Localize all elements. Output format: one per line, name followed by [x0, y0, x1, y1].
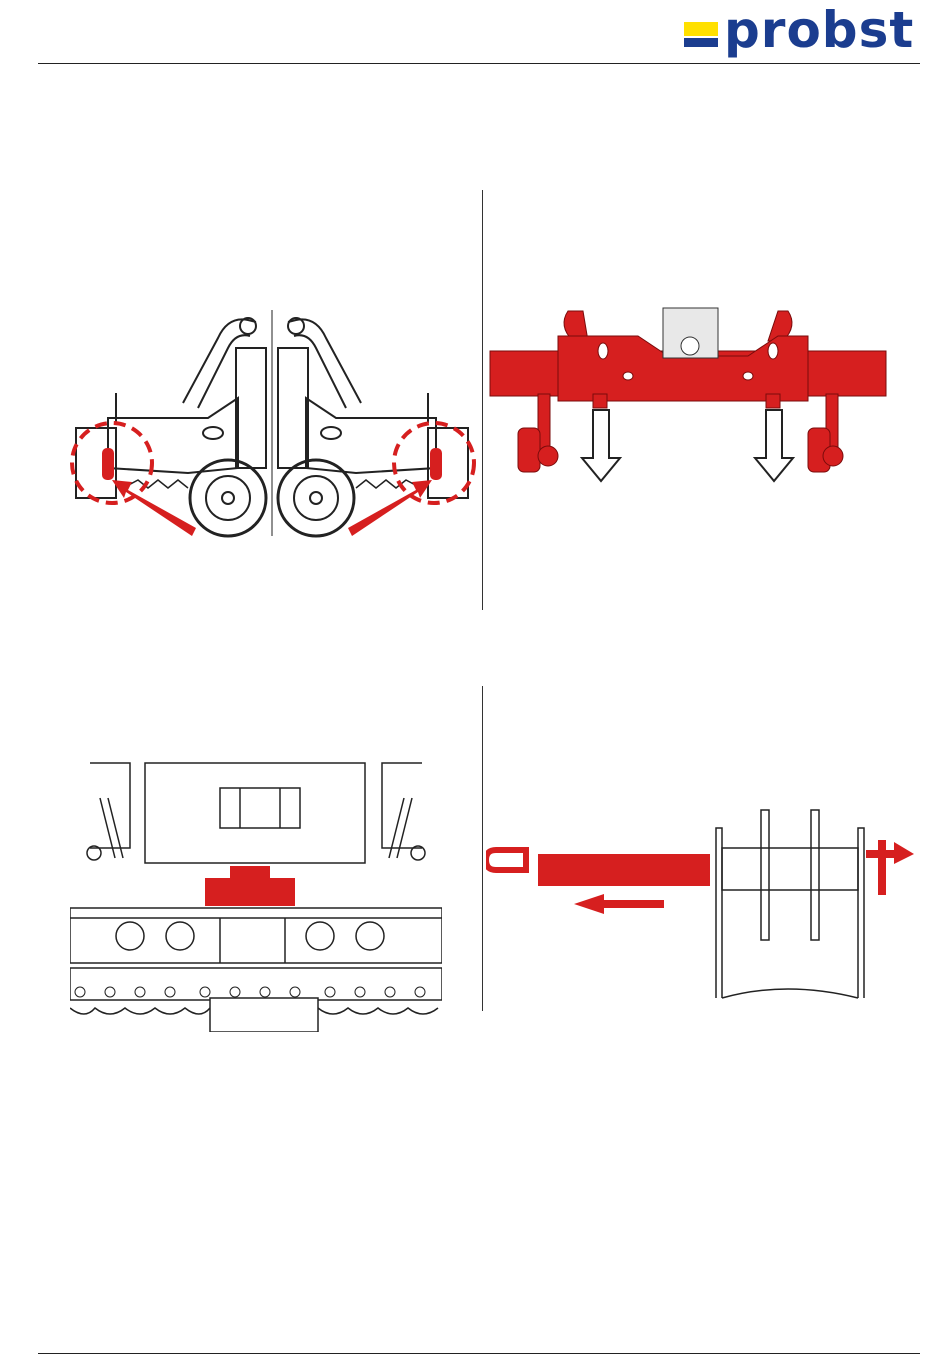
figure-pin-removal — [486, 800, 916, 1000]
logo-text: probst — [724, 0, 914, 60]
column-divider-bottom — [482, 686, 483, 1011]
header-rule — [38, 63, 920, 64]
logo-yellow-bar — [684, 22, 718, 36]
logo-blue-bar — [684, 38, 718, 47]
figure-spring-pins — [68, 308, 476, 538]
footer-rule — [38, 1353, 920, 1354]
figure-red-part-top-view — [70, 758, 442, 1032]
column-divider-top — [482, 190, 483, 610]
figure-red-frame-lowering — [488, 306, 893, 486]
probst-logo: probst — [684, 8, 916, 60]
